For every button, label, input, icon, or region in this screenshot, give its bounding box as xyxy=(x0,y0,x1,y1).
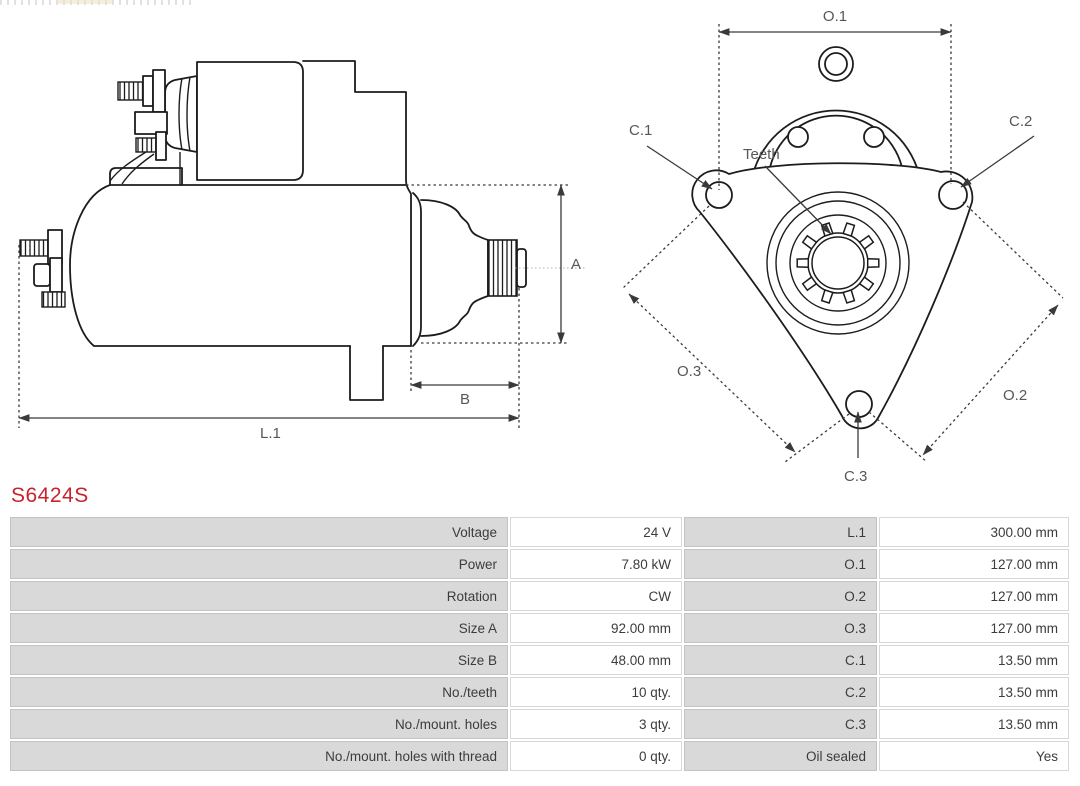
spec-value-cell: 127.00 mm xyxy=(879,613,1069,643)
arch-bolt-hole-left xyxy=(787,126,809,148)
mounting-hole-c1 xyxy=(705,181,733,209)
terminal-wire xyxy=(109,151,147,182)
table-row: Size A 92.00 mm O.3 127.00 mm xyxy=(10,613,1069,643)
dim-l1-label: L.1 xyxy=(260,425,281,442)
callout-c1: C.1 xyxy=(629,122,713,190)
dimension-b: B xyxy=(410,350,520,408)
spec-label-cell: Size B xyxy=(10,645,508,675)
spec-label-cell: Voltage xyxy=(10,517,508,547)
dimension-l1: L.1 xyxy=(18,245,520,442)
solenoid-connector-tab xyxy=(134,111,168,135)
spec-label-cell: O.3 xyxy=(684,613,877,643)
spec-label-cell: No./teeth xyxy=(10,677,508,707)
nose-cone xyxy=(420,199,489,337)
spec-label-cell: No./mount. holes with thread xyxy=(10,741,508,771)
side-view-diagram: L.1 B A xyxy=(18,60,586,442)
table-row: No./mount. holes with thread 0 qty. Oil … xyxy=(10,741,1069,771)
motor-body xyxy=(69,167,407,347)
mounting-hole-c2 xyxy=(938,180,968,210)
teeth-label: Teeth xyxy=(743,146,780,163)
spec-value-cell: 7.80 kW xyxy=(510,549,682,579)
callout-c2: C.2 xyxy=(960,113,1035,188)
dimension-o3: O.3 xyxy=(622,205,850,463)
spec-label-cell: C.1 xyxy=(684,645,877,675)
pinion-teeth xyxy=(796,222,880,304)
spec-value-cell: 300.00 mm xyxy=(879,517,1069,547)
spec-label-cell: Power xyxy=(10,549,508,579)
dim-a-label: A xyxy=(571,256,581,273)
spec-value-cell: Yes xyxy=(879,741,1069,771)
dim-b-label: B xyxy=(460,391,470,408)
dimension-a: A xyxy=(406,184,586,344)
table-row: Rotation CW O.2 127.00 mm xyxy=(10,581,1069,611)
table-row: Power 7.80 kW O.1 127.00 mm xyxy=(10,549,1069,579)
spec-label-cell: L.1 xyxy=(684,517,877,547)
top-edge-artifact-smudge xyxy=(57,0,112,4)
dim-c1-label: C.1 xyxy=(629,122,652,139)
table-row: Size B 48.00 mm C.1 13.50 mm xyxy=(10,645,1069,675)
top-eyelet-hole xyxy=(824,52,848,76)
dim-o1-label: O.1 xyxy=(823,8,847,25)
solenoid-terminal-lower xyxy=(135,137,157,153)
callout-teeth: Teeth xyxy=(743,146,832,235)
spec-value-cell: 0 qty. xyxy=(510,741,682,771)
table-row: Voltage 24 V L.1 300.00 mm xyxy=(10,517,1069,547)
spec-value-cell: 127.00 mm xyxy=(879,549,1069,579)
mounting-foot xyxy=(349,345,384,401)
spec-value-cell: CW xyxy=(510,581,682,611)
flange-view-diagram: O.1 Teeth C.1 C.2 C.3 O.3 O.2 xyxy=(622,8,1064,485)
spec-table: Voltage 24 V L.1 300.00 mm Power 7.80 kW… xyxy=(8,515,1071,773)
spec-label-cell: C.3 xyxy=(684,709,877,739)
spec-value-cell: 13.50 mm xyxy=(879,645,1069,675)
dimension-o2: O.2 xyxy=(868,201,1064,463)
table-row: No./teeth 10 qty. C.2 13.50 mm xyxy=(10,677,1069,707)
rear-terminal-studs xyxy=(19,229,66,308)
spec-value-cell: 92.00 mm xyxy=(510,613,682,643)
dim-o2-label: O.2 xyxy=(1003,387,1027,404)
arch-bolt-hole-right xyxy=(863,126,885,148)
spec-label-cell: C.2 xyxy=(684,677,877,707)
spec-value-cell: 127.00 mm xyxy=(879,581,1069,611)
spec-value-cell: 13.50 mm xyxy=(879,677,1069,707)
dim-o3-label: O.3 xyxy=(677,363,701,380)
spec-label-cell: No./mount. holes xyxy=(10,709,508,739)
spec-label-cell: O.2 xyxy=(684,581,877,611)
solenoid xyxy=(109,61,304,185)
mounting-hole-c3 xyxy=(845,390,873,418)
dim-c3-label: C.3 xyxy=(844,468,867,485)
center-boss xyxy=(766,191,910,335)
spec-value-cell: 13.50 mm xyxy=(879,709,1069,739)
spec-value-cell: 3 qty. xyxy=(510,709,682,739)
spec-label-cell: Oil sealed xyxy=(684,741,877,771)
spec-label-cell: O.1 xyxy=(684,549,877,579)
spec-value-cell: 48.00 mm xyxy=(510,645,682,675)
solenoid-terminal-upper xyxy=(117,81,144,101)
table-row: No./mount. holes 3 qty. C.3 13.50 mm xyxy=(10,709,1069,739)
spec-label-cell: Size A xyxy=(10,613,508,643)
spec-value-cell: 24 V xyxy=(510,517,682,547)
dim-c2-label: C.2 xyxy=(1009,113,1032,130)
drive-housing xyxy=(302,60,422,401)
part-number: S6424S xyxy=(11,484,89,507)
spec-label-cell: Rotation xyxy=(10,581,508,611)
callout-c3: C.3 xyxy=(844,411,867,485)
spec-value-cell: 10 qty. xyxy=(510,677,682,707)
pinion-gear-shaft xyxy=(487,239,527,297)
dimension-o1: O.1 xyxy=(718,8,952,190)
